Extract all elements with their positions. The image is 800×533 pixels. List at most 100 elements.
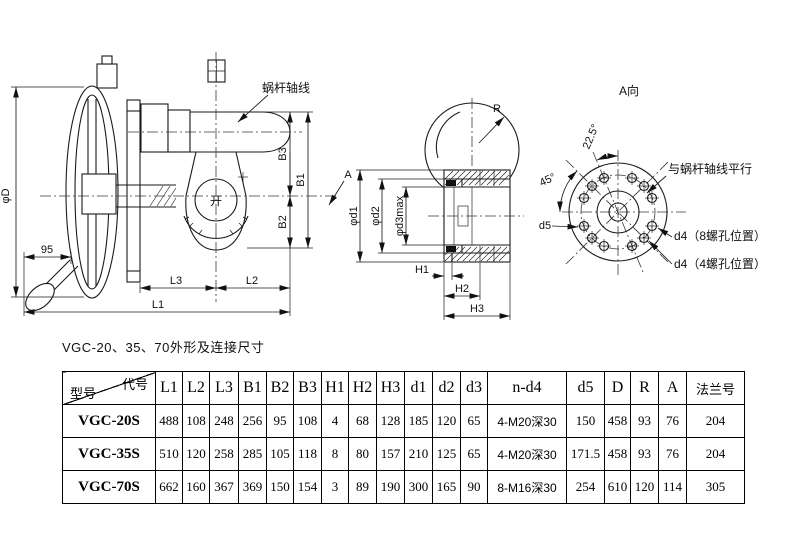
section-arrow-a: A — [328, 169, 352, 206]
dim-H1: H1 — [415, 264, 429, 276]
dim-B3: B3 — [277, 147, 289, 160]
cell: 120 — [630, 470, 659, 504]
worm-axis-callout: 蜗杆轴线 — [237, 80, 310, 123]
cell: 150 — [266, 470, 294, 504]
cell: 125 — [432, 437, 461, 471]
cell: 108 — [182, 404, 210, 438]
cell: 367 — [209, 470, 239, 504]
technical-drawing: 开 φD 95 — [0, 52, 766, 320]
section-dimensions: φd1 φd2 φd3max H1 H2 H3 — [348, 169, 511, 320]
cell: 458 — [604, 404, 631, 438]
flange-view: 22.5° 45° d5 与蜗杆轴线平行 d4（8螺孔位置） d4（4螺孔位置）… — [538, 83, 766, 276]
dim-phi-d1: φd1 — [348, 206, 360, 225]
bolt-circle — [580, 174, 656, 250]
cell: 8 — [321, 437, 349, 471]
cell: 154 — [293, 470, 322, 504]
col-header-L1: L1 — [155, 371, 183, 405]
col-header-d1: d1 — [404, 371, 433, 405]
flange-outer-circle — [568, 162, 668, 262]
col-header-flange-no: 法兰号 — [686, 371, 745, 405]
cell: 120 — [432, 404, 461, 438]
col-header-L2: L2 — [182, 371, 210, 405]
cell: 171.5 — [566, 437, 605, 471]
col-header-H1: H1 — [321, 371, 349, 405]
section-hatching — [444, 170, 510, 262]
cell: 93 — [630, 437, 659, 471]
cell: 89 — [348, 470, 377, 504]
cell: 76 — [658, 437, 687, 471]
cell: 305 — [686, 470, 745, 504]
cell: 118 — [293, 437, 322, 471]
worm-shaft — [116, 184, 177, 208]
cell: 254 — [566, 470, 605, 504]
d4-4-holes-label: d4（4螺孔位置） — [674, 256, 766, 271]
cell: 258 — [209, 437, 239, 471]
dim-R: R — [493, 103, 501, 115]
cell: 204 — [686, 404, 745, 438]
dim-phi-D: φD — [0, 188, 12, 203]
cell: 80 — [348, 437, 377, 471]
dim-L3: L3 — [170, 275, 182, 287]
header-row: 代号 型号 L1 L2 L3 B1 B2 B3 H1 H2 H3 d1 d2 d… — [62, 371, 745, 405]
table-row-vgc-20s: VGC-20S 488 108 248 256 95 108 4 68 128 … — [62, 404, 745, 438]
cell: 65 — [460, 404, 488, 438]
angle-22-5-label: 22.5° — [581, 123, 602, 151]
d4-8-holes-label: d4（8螺孔位置） — [674, 228, 766, 243]
cell: 128 — [376, 404, 405, 438]
seal-block — [446, 246, 456, 252]
table-row-vgc-35s: VGC-35S 510 120 258 285 105 118 8 80 157… — [62, 437, 745, 471]
input-flange-plate — [126, 99, 141, 283]
dim-H2: H2 — [455, 283, 469, 295]
seal-block — [446, 180, 456, 186]
gearbox-body: 开 — [140, 59, 291, 251]
cell: 93 — [630, 404, 659, 438]
cell: 185 — [404, 404, 433, 438]
cell: 108 — [293, 404, 322, 438]
model-cell: VGC-70S — [62, 470, 156, 504]
corner-label-code: 代号 — [121, 377, 148, 392]
cell: 285 — [238, 437, 267, 471]
cell: 120 — [182, 437, 210, 471]
dim-L2: L2 — [246, 275, 258, 287]
col-header-L3: L3 — [209, 371, 239, 405]
col-header-R: R — [630, 371, 659, 405]
cell: 488 — [155, 404, 183, 438]
table-corner-cell: 代号 型号 — [62, 371, 156, 405]
col-header-B2: B2 — [266, 371, 294, 405]
col-header-n-d4: n-d4 — [487, 371, 567, 405]
table-row-vgc-70s: VGC-70S 662 160 367 369 150 154 3 89 190… — [62, 470, 745, 504]
corner-label-model: 型号 — [70, 386, 97, 401]
dimension-table: 代号 型号 L1 L2 L3 B1 B2 B3 H1 H2 H3 d1 d2 d… — [62, 371, 745, 504]
worm-axis-label: 蜗杆轴线 — [262, 80, 310, 95]
drawing-caption: VGC-20、35、70外形及连接尺寸 — [62, 340, 265, 355]
cell: 68 — [348, 404, 377, 438]
dim-L1: L1 — [152, 299, 164, 311]
model-cell: VGC-20S — [62, 404, 156, 438]
cell: 160 — [182, 470, 210, 504]
dim-B2: B2 — [277, 215, 289, 228]
angle-45-label: 45° — [538, 171, 558, 189]
cell: 65 — [460, 437, 488, 471]
col-header-A: A — [658, 371, 687, 405]
cell: 300 — [404, 470, 433, 504]
cell: 369 — [238, 470, 267, 504]
dim-d5: d5 — [539, 220, 551, 232]
col-header-d2: d2 — [432, 371, 461, 405]
cell: 165 — [432, 470, 461, 504]
dim-H3: H3 — [470, 303, 484, 315]
col-header-H2: H2 — [348, 371, 377, 405]
left-view: 开 φD 95 — [0, 52, 352, 316]
cell: 90 — [460, 470, 488, 504]
col-header-B1: B1 — [238, 371, 267, 405]
section-arrow-label: A — [344, 169, 352, 181]
cell: 105 — [266, 437, 294, 471]
section-view: R — [348, 98, 524, 320]
cell: 8-M16深30 — [487, 470, 567, 504]
view-a-title: A向 — [619, 83, 639, 98]
left-dimensions: φD 95 L3 L2 L1 B3 B2 B1 — [0, 86, 313, 316]
parallel-note-label: 与蜗杆轴线平行 — [668, 161, 752, 176]
cell: 4 — [321, 404, 349, 438]
cell: 256 — [238, 404, 267, 438]
col-header-B3: B3 — [293, 371, 322, 405]
